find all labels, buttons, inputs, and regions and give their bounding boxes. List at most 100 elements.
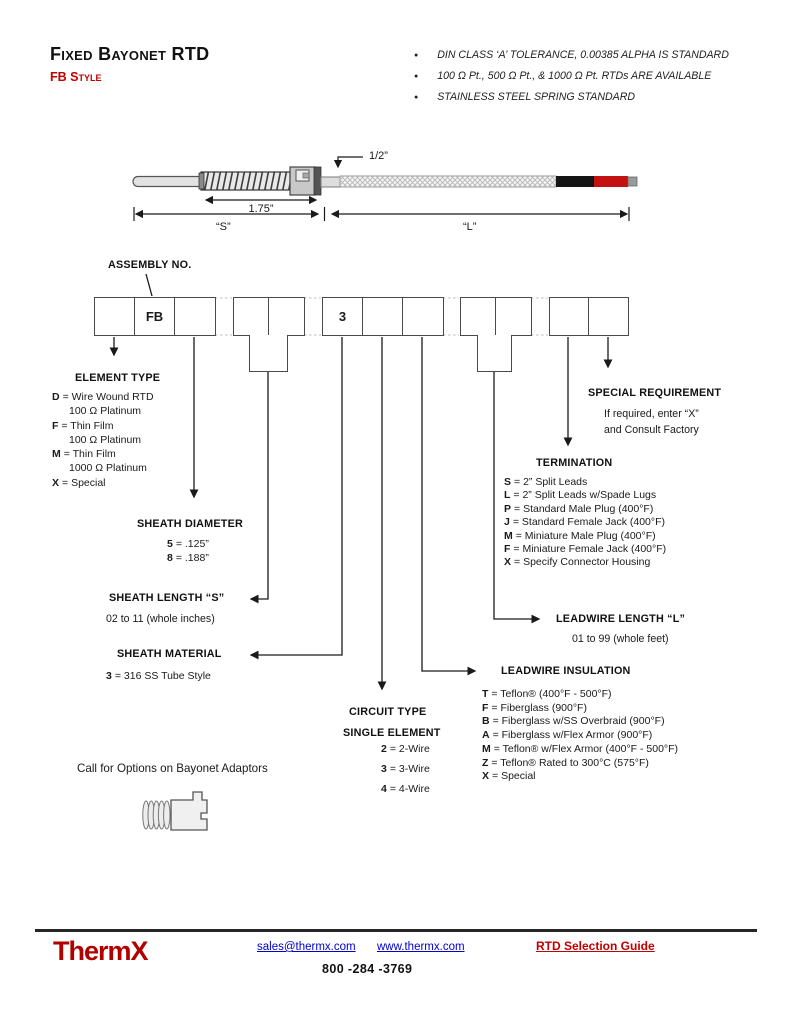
- option-text: = Thin Film: [63, 448, 116, 461]
- option-line: 100 Ω Platinum: [52, 433, 154, 447]
- option-line: F= Fiberglass (900°F): [482, 702, 678, 716]
- option-code: 5: [167, 538, 173, 550]
- special-requirement-heading: SPECIAL REQUIREMENT: [588, 387, 722, 399]
- option-line: X= Special: [52, 476, 154, 490]
- option-line: A= Fiberglass w/Flex Armor (900°F): [482, 729, 678, 743]
- option-line: 3= 316 SS Tube Style: [106, 669, 211, 683]
- sheath-material-options: 3= 316 SS Tube Style: [106, 669, 211, 683]
- bullet-dot-icon: ●: [414, 52, 419, 59]
- option-line: 2= 2-Wire: [381, 740, 430, 760]
- option-text: = Special: [62, 476, 106, 489]
- option-line: X= Specify Connector Housing: [504, 556, 666, 569]
- single-element-subheading: SINGLE ELEMENT: [343, 727, 441, 739]
- assembly-box-group-5: [549, 297, 629, 336]
- sheath-length-note: 02 to 11 (whole inches): [106, 613, 215, 625]
- option-text: = Special: [492, 770, 536, 783]
- bullet-dot-icon: ●: [414, 94, 419, 101]
- rtd-probe-illustration: [132, 166, 638, 196]
- option-text: = .125”: [175, 538, 209, 550]
- option-line: Z= Teflon® Rated to 300°C (575°F): [482, 757, 678, 771]
- option-code: M: [52, 448, 61, 461]
- email-link[interactable]: sales@thermx.com: [257, 941, 356, 953]
- option-text: = Teflon® w/Flex Armor (400°F - 500°F): [493, 742, 679, 755]
- rtd-selection-guide-link[interactable]: RTD Selection Guide: [536, 939, 655, 953]
- assembly-box-group-4: [460, 297, 532, 336]
- option-line: F= Thin Film: [52, 419, 154, 433]
- element-type-options: D= Wire Wound RTD 100 Ω Platinum F= Thin…: [52, 390, 154, 490]
- assembly-cell: [403, 298, 443, 335]
- option-code: Z: [482, 756, 489, 769]
- feature-bullet: ● STAINLESS STEEL SPRING STANDARD: [414, 91, 786, 103]
- termination-options: S= 2” Split Leads L= 2” Split Leads w/Sp…: [504, 476, 666, 570]
- assembly-cell: [550, 298, 589, 335]
- option-text: = Standard Male Plug (400°F): [514, 502, 654, 515]
- special-requirement-note2: and Consult Factory: [604, 424, 699, 436]
- option-text: = Fiberglass w/Flex Armor (900°F): [492, 729, 653, 742]
- option-text: = 2-Wire: [389, 743, 430, 755]
- dimension-lines: [133, 156, 630, 221]
- adaptor-note: Call for Options on Bayonet Adaptors: [77, 762, 268, 775]
- assembly-box-group-3: 3: [322, 297, 444, 336]
- option-line: T= Teflon® (400°F - 500°F): [482, 688, 678, 702]
- option-text: 1000 Ω Platinum: [69, 462, 147, 475]
- option-text: = 2” Split Leads: [514, 476, 588, 488]
- option-line: 4= 4-Wire: [381, 780, 430, 800]
- bullet-text: DIN CLASS ‘A’ TOLERANCE, 0.00385 ALPHA I…: [437, 49, 729, 61]
- assembly-cell-3: 3: [323, 298, 363, 335]
- option-code: X: [52, 476, 60, 489]
- option-text: = Teflon® Rated to 300°C (575°F): [491, 756, 649, 769]
- option-code: F: [482, 701, 489, 714]
- option-code: 4: [381, 782, 387, 795]
- option-line: M= Thin Film: [52, 447, 154, 461]
- assembly-cell: [175, 298, 215, 335]
- option-line: M= Miniature Male Plug (400°F): [504, 530, 666, 543]
- bullet-text: 100 Ω Pt., 500 Ω Pt., & 1000 Ω Pt. RTDs …: [437, 70, 712, 82]
- option-line: X= Special: [482, 770, 678, 784]
- termination-heading: TERMINATION: [536, 457, 613, 469]
- website-link[interactable]: www.thermx.com: [377, 941, 465, 953]
- assembly-box-group-1: FB: [94, 297, 216, 336]
- option-code: L: [504, 489, 511, 502]
- option-line: B= Fiberglass w/SS Overbraid (900°F): [482, 715, 678, 729]
- option-text: 100 Ω Platinum: [69, 405, 142, 418]
- option-text: = Teflon® (400°F - 500°F): [491, 688, 612, 700]
- option-line: 5= .125”: [167, 537, 209, 551]
- footer-rule: [35, 929, 757, 932]
- circuit-type-heading: CIRCUIT TYPE: [349, 706, 427, 718]
- phone-number: 800 -284 -3769: [322, 962, 413, 976]
- dim-half-inch-label: 1/2”: [369, 150, 388, 162]
- leadwire-insulation-options: T= Teflon® (400°F - 500°F) F= Fiberglass…: [482, 688, 678, 784]
- option-text: 100 Ω Platinum: [69, 433, 142, 446]
- dim-l-label: “L”: [463, 221, 477, 233]
- option-text: = Miniature Male Plug (400°F): [515, 529, 656, 542]
- sheath-diameter-heading: SHEATH DIAMETER: [137, 518, 243, 530]
- page-title: Fixed Bayonet RTD: [50, 44, 210, 64]
- option-line: L= 2” Split Leads w/Spade Lugs: [504, 489, 666, 502]
- option-code: B: [482, 715, 490, 728]
- assembly-cell: [461, 298, 496, 335]
- option-line: 3= 3-Wire: [381, 760, 430, 780]
- special-requirement-note1: If required, enter “X”: [604, 408, 699, 420]
- option-code: P: [504, 502, 512, 515]
- option-code: X: [482, 770, 490, 783]
- option-line: M= Teflon® w/Flex Armor (400°F - 500°F): [482, 743, 678, 757]
- option-line: 8= .188”: [167, 551, 209, 565]
- option-text: = Miniature Female Jack (400°F): [513, 543, 667, 556]
- option-code: T: [482, 688, 489, 700]
- dim-s-label: “S”: [216, 221, 231, 233]
- assembly-cell-fb: FB: [135, 298, 175, 335]
- assembly-no-label: ASSEMBLY NO.: [108, 259, 192, 271]
- feature-bullet: ● 100 Ω Pt., 500 Ω Pt., & 1000 Ω Pt. RTD…: [414, 70, 786, 82]
- feature-bullet: ● DIN CLASS ‘A’ TOLERANCE, 0.00385 ALPHA…: [414, 49, 786, 61]
- option-line: 1000 Ω Platinum: [52, 461, 154, 475]
- option-line: J= Standard Female Jack (400°F): [504, 516, 666, 529]
- sheath-length-heading: SHEATH LENGTH “S”: [109, 592, 225, 604]
- option-code: J: [504, 516, 510, 529]
- option-line: 100 Ω Platinum: [52, 404, 154, 418]
- option-code: X: [504, 556, 512, 569]
- assembly-subbox-sheath-length: [249, 334, 288, 372]
- option-text: = 2” Split Leads w/Spade Lugs: [513, 489, 657, 502]
- element-type-heading: ELEMENT TYPE: [75, 372, 161, 384]
